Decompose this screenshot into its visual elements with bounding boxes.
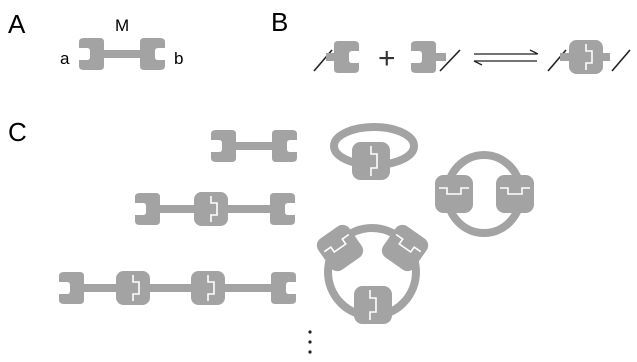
monomer-plug-end [140, 38, 165, 70]
linear-dimer [135, 192, 295, 226]
equilibrium-arrows [473, 49, 539, 66]
cyclic-trimer [313, 221, 432, 324]
linear-monomer [211, 130, 297, 162]
panel-label-b: B [271, 7, 288, 37]
reactant-plug [313, 41, 359, 73]
plus-sign: + [378, 42, 396, 75]
bond-stub [439, 49, 461, 72]
socket-end [411, 41, 436, 73]
plug-end [334, 41, 359, 73]
monomer-a [79, 38, 165, 70]
monomer-linker [98, 50, 148, 58]
end-b-label: b [174, 49, 183, 68]
panel-label-a: A [8, 9, 26, 39]
linear-trimer [59, 271, 296, 305]
cyclic-dimer [435, 151, 534, 237]
reactant-socket [411, 41, 461, 73]
product-dimer [547, 40, 631, 74]
monomer-socket-end [79, 38, 104, 70]
panel-label-c: C [8, 117, 27, 147]
molecule-label: M [115, 16, 129, 35]
end-a-label: a [60, 49, 70, 68]
cyclic-monomer [330, 123, 418, 180]
continuation-dots [308, 330, 312, 354]
